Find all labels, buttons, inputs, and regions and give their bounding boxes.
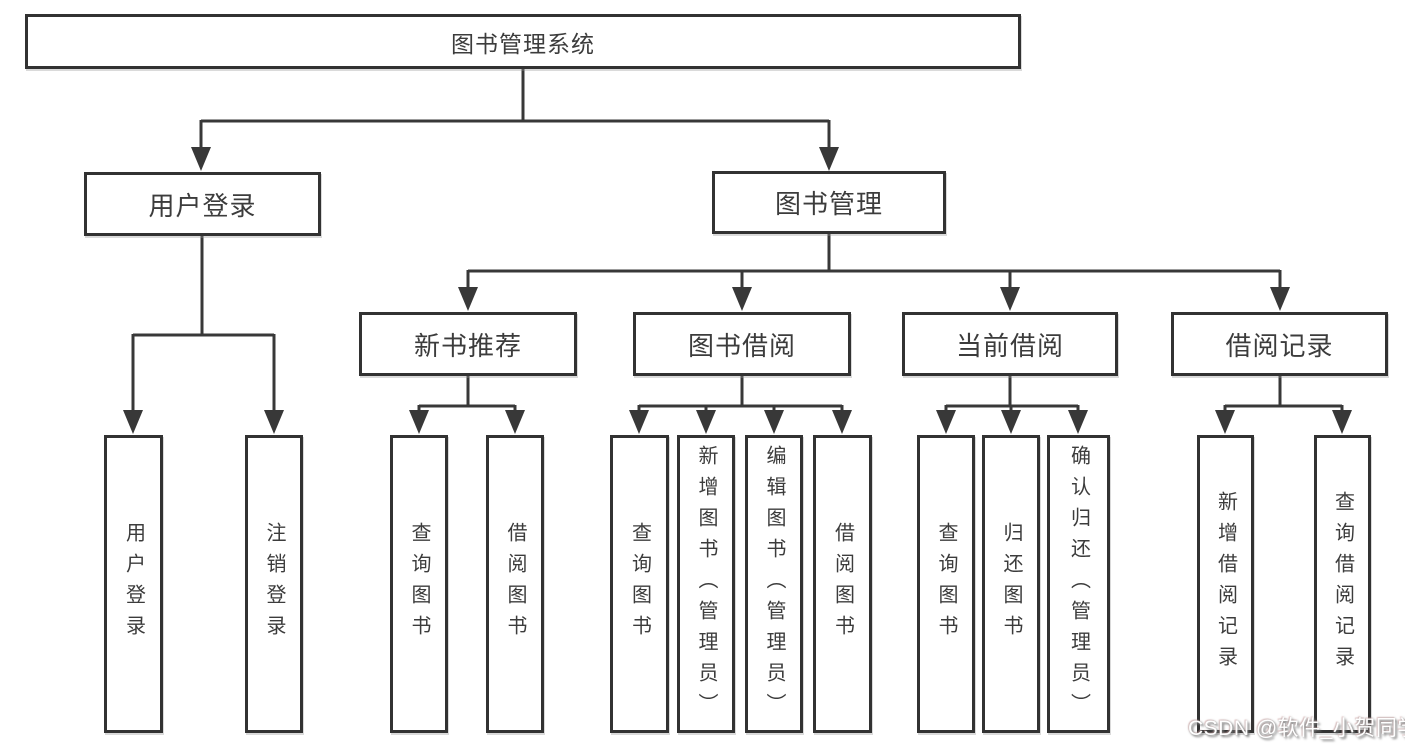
- leaf-bb-edit-book-label: 编辑图书（管理员）: [763, 444, 785, 724]
- watermark: CSDN @软件_小贺同学: [1188, 717, 1405, 740]
- leaf-bb-query-book-label: 查询图书: [628, 522, 651, 646]
- leaf-br-query-record-label: 查询借阅记录: [1331, 491, 1354, 677]
- leaf-logout: 注销登录: [245, 435, 303, 733]
- node-book-mgmt-label: 图书管理: [774, 189, 883, 219]
- leaf-br-add-record: 新增借阅记录: [1197, 435, 1254, 733]
- leaf-rec-query-book: 查询图书: [390, 435, 448, 733]
- leaf-cb-query-book: 查询图书: [917, 435, 975, 733]
- node-user-login-label: 用户登录: [148, 190, 257, 221]
- node-borrow-record-label: 借阅记录: [1225, 330, 1334, 361]
- node-borrow-record: 借阅记录: [1171, 312, 1388, 376]
- leaf-user-login-label: 用户登录: [122, 522, 145, 646]
- leaf-br-add-record-label: 新增借阅记录: [1214, 491, 1237, 677]
- leaf-br-query-record: 查询借阅记录: [1314, 435, 1371, 733]
- leaf-bb-add-book: 新增图书（管理员）: [677, 435, 735, 733]
- node-book-borrow-label: 图书借阅: [687, 330, 796, 361]
- node-book-mgmt: 图书管理: [712, 171, 946, 234]
- node-new-book-rec: 新书推荐: [359, 312, 577, 376]
- leaf-cb-query-book-label: 查询图书: [935, 522, 957, 646]
- node-current-borrow-label: 当前借阅: [955, 330, 1064, 361]
- leaf-cb-confirm-return-label: 确认归还（管理员）: [1067, 444, 1090, 724]
- leaf-cb-confirm-return: 确认归还（管理员）: [1047, 435, 1110, 733]
- leaf-cb-return-book-label: 归还图书: [1000, 522, 1022, 646]
- leaf-rec-query-book-label: 查询图书: [408, 522, 430, 646]
- leaf-logout-label: 注销登录: [263, 522, 285, 646]
- node-book-borrow: 图书借阅: [633, 312, 851, 376]
- node-new-book-rec-label: 新书推荐: [413, 330, 522, 361]
- node-user-login: 用户登录: [84, 172, 321, 236]
- node-current-borrow: 当前借阅: [902, 312, 1118, 376]
- arrowheads: [123, 147, 1352, 434]
- leaf-bb-borrow-book-label: 借阅图书: [831, 522, 854, 646]
- leaf-rec-borrow-book: 借阅图书: [486, 435, 544, 733]
- leaf-user-login: 用户登录: [104, 435, 163, 733]
- leaf-bb-edit-book: 编辑图书（管理员）: [745, 435, 803, 733]
- node-root: 图书管理系统: [25, 14, 1021, 69]
- leaf-cb-return-book: 归还图书: [982, 435, 1040, 733]
- leaf-bb-borrow-book: 借阅图书: [813, 435, 872, 733]
- node-root-label: 图书管理系统: [451, 30, 595, 57]
- leaf-bb-add-book-label: 新增图书（管理员）: [695, 444, 717, 724]
- leaf-rec-borrow-book-label: 借阅图书: [504, 522, 526, 646]
- leaf-bb-query-book: 查询图书: [610, 435, 669, 733]
